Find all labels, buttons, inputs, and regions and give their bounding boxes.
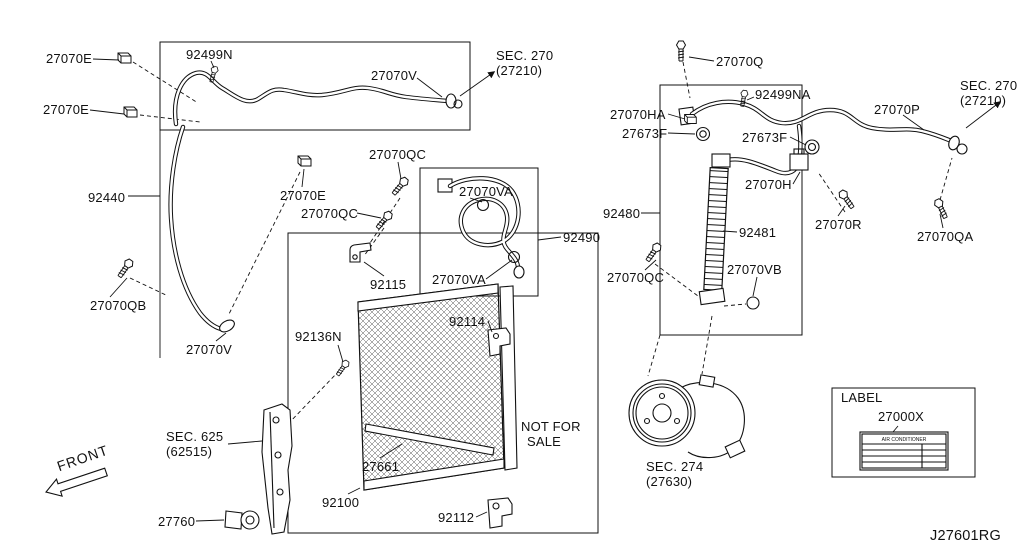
clip-icon	[117, 52, 132, 64]
part-label-27070va: 27070VA	[459, 184, 513, 199]
drawing-code: J27601RG	[930, 528, 1001, 544]
o-ring-icon	[507, 250, 521, 264]
sec270-right-arrow	[965, 101, 1002, 129]
hose-bottom-fitting	[698, 287, 726, 306]
bolt-icon	[676, 40, 686, 62]
part-label-27070e: 27070E	[280, 188, 327, 203]
part-label-27070qc: 27070QC	[301, 206, 359, 221]
bolt-icon	[373, 209, 395, 232]
part-label-27760: 27760	[158, 514, 196, 529]
section-ref-sec625: SEC. 625 (62515)	[166, 429, 223, 459]
condenser-92100	[334, 242, 518, 529]
part-label-27070va: 27070VA	[432, 272, 486, 287]
o-ring-icon	[453, 99, 463, 109]
front-arrow-icon	[45, 467, 108, 497]
part-label-27070vb: 27070VB	[727, 262, 782, 277]
part-label-27673f: 27673F	[622, 126, 668, 141]
part-label-27070e: 27070E	[43, 102, 90, 117]
hose-top-fitting	[711, 153, 731, 168]
seal-strip-27661	[364, 423, 495, 456]
section-ref-line: (27630)	[646, 474, 693, 489]
label-sticker-27000x: AIR CONDITIONER	[859, 425, 949, 471]
part-label-27070q: 27070Q	[716, 54, 764, 69]
o-ring-icon	[956, 143, 968, 155]
part-label-27070p: 27070P	[874, 102, 921, 117]
part-label-27673f: 27673F	[742, 130, 788, 145]
section-ref-line: SEC. 274	[646, 459, 704, 474]
part-label-92499n: 92499N	[186, 47, 233, 62]
part-label-27070ha: 27070HA	[610, 107, 666, 122]
part-label-27070h: 27070H	[745, 177, 792, 192]
part-label-92499na: 92499NA	[755, 87, 811, 102]
bolt-icon	[932, 197, 951, 221]
not-for-sale-note: NOT FOR SALE	[521, 419, 581, 449]
hose-assembly-92490	[373, 175, 525, 279]
note-line: SALE	[527, 434, 562, 449]
clamp-icon	[695, 126, 711, 142]
hose-end-fitting	[513, 265, 525, 279]
part-label-92136n: 92136N	[295, 329, 342, 344]
bracket-92115	[349, 242, 372, 263]
pipe-assembly-92480	[643, 40, 1002, 310]
sec625-bracket	[261, 403, 293, 535]
condenser-header-bottom	[363, 458, 505, 491]
bracket-92112	[487, 497, 513, 529]
bolt-icon	[836, 188, 857, 211]
section-ref-line: (62515)	[166, 444, 213, 459]
hose-clamp-icon	[219, 319, 235, 333]
o-ring-icon	[746, 296, 760, 310]
part-label-27070v: 27070V	[371, 68, 418, 83]
label-box-title: LABEL	[841, 390, 883, 405]
bolt-icon	[389, 175, 411, 198]
assembly-boxes	[159, 41, 976, 534]
compressor-pulley	[628, 379, 696, 447]
section-ref-sec274: SEC. 274 (27630)	[646, 459, 703, 489]
dashed-relation-lines	[129, 61, 953, 425]
section-ref-line: (27210)	[960, 93, 1007, 108]
compressor-sec274	[628, 374, 746, 459]
leader-lines	[89, 56, 944, 522]
clamp-icon	[804, 139, 820, 155]
part-label-27070qc: 27070QC	[369, 147, 427, 162]
part-label-92115: 92115	[370, 277, 407, 292]
part-label-27070r: 27070R	[815, 217, 862, 232]
note-line: NOT FOR	[521, 419, 581, 434]
part-label-27070qa: 27070QA	[917, 229, 974, 244]
sensor-27760	[224, 510, 260, 530]
section-ref-sec270-right: SEC. 270 (27210)	[960, 78, 1017, 108]
section-ref-line: (27210)	[496, 63, 543, 78]
part-label-92480: 92480	[603, 206, 641, 221]
valve-block-27070h	[789, 153, 809, 171]
part-label-92440: 92440	[88, 190, 126, 205]
flexible-hose-92481	[703, 166, 729, 292]
section-ref-line: SEC. 270	[960, 78, 1018, 93]
part-label-92112: 92112	[438, 510, 475, 525]
sticker-title-text: AIR CONDITIONER	[882, 437, 927, 443]
section-ref-line: SEC. 625	[166, 429, 224, 444]
part-label-27070e: 27070E	[46, 51, 93, 66]
clip-icon	[123, 106, 138, 118]
section-ref-line: SEC. 270	[496, 48, 554, 63]
part-label-92114: 92114	[449, 314, 486, 329]
part-label-92490: 92490	[563, 230, 601, 245]
part-label-92481: 92481	[739, 225, 777, 240]
section-ref-sec270-left: SEC. 270 (27210)	[496, 48, 553, 78]
part-label-27661: 27661	[362, 459, 400, 474]
pipe-end-fitting	[948, 135, 960, 151]
label-box-part-number: 27000X	[878, 409, 925, 424]
clip-icon	[297, 155, 312, 167]
sec270-left-arrow	[459, 71, 496, 97]
part-label-27070qc: 27070QC	[607, 270, 665, 285]
part-label-92100: 92100	[322, 495, 360, 510]
o-ring-icon	[476, 198, 490, 212]
pipe-assembly-92440	[115, 52, 496, 333]
part-label-27070v: 27070V	[186, 342, 233, 357]
condenser-header-top	[357, 283, 499, 312]
part-label-27070qb: 27070QB	[90, 298, 147, 313]
bolt-icon	[115, 257, 136, 280]
